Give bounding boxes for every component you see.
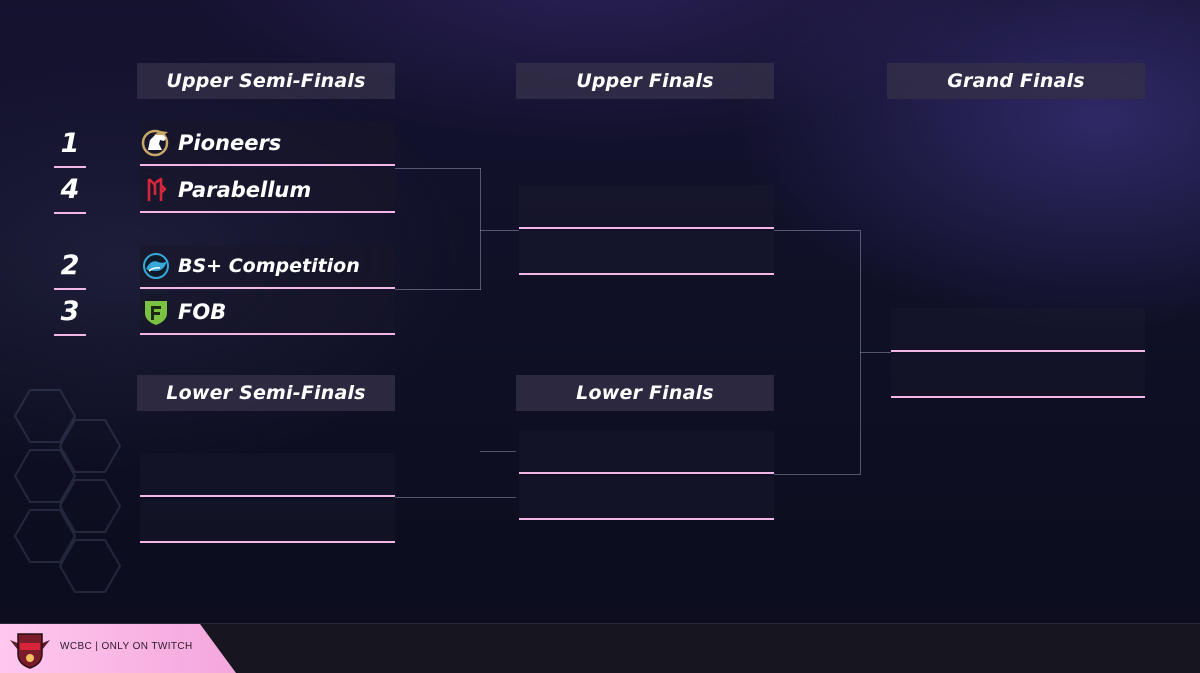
lower-semis-slot-2[interactable] xyxy=(140,499,395,543)
lower-semis-header: Lower Semi-Finals xyxy=(137,375,395,411)
lower-finals-slot-2[interactable] xyxy=(519,476,774,520)
footer-bar: WCBC | ONLY ON TWITCH xyxy=(0,623,1200,673)
upper-finals-header: Upper Finals xyxy=(516,63,774,99)
upper-finals-slot-1[interactable] xyxy=(519,185,774,229)
bracket-connector xyxy=(774,474,860,475)
wave-icon xyxy=(140,251,178,281)
grand-finals-header: Grand Finals xyxy=(887,63,1145,99)
horse-icon xyxy=(140,128,178,158)
seed-number: 1 xyxy=(54,126,86,168)
grand-finals-slot-1[interactable] xyxy=(891,308,1145,352)
bracket-connector xyxy=(395,168,481,169)
bracket-connector xyxy=(860,352,891,353)
lower-finals-header: Lower Finals xyxy=(516,375,774,411)
bracket-connector xyxy=(395,497,516,498)
seed-number: 2 xyxy=(54,248,86,290)
bracket-connector xyxy=(480,168,481,290)
upper-finals-slot-2[interactable] xyxy=(519,231,774,275)
bracket-connector xyxy=(860,230,861,475)
team-name: Pioneers xyxy=(178,131,282,155)
bracket-connector xyxy=(480,451,516,452)
parabellum-logo xyxy=(140,175,178,205)
upper-semis-header: Upper Semi-Finals xyxy=(137,63,395,99)
team-name: BS+ Competition xyxy=(178,255,360,277)
team-name: Parabellum xyxy=(178,178,312,202)
lower-semis-slot-1[interactable] xyxy=(140,453,395,497)
team-slot-fob[interactable]: FOB xyxy=(140,291,395,335)
bracket-connector xyxy=(774,230,860,231)
team-slot-bs-competition[interactable]: BS+ Competition xyxy=(140,245,395,289)
hexagon-pattern xyxy=(13,389,122,593)
lower-finals-slot-1[interactable] xyxy=(519,430,774,474)
seed-number: 3 xyxy=(54,294,86,336)
team-slot-pioneers[interactable]: Pioneers xyxy=(140,122,395,166)
wcbc-badge-icon xyxy=(10,633,50,669)
team-name: FOB xyxy=(178,300,227,324)
fob-shield-logo xyxy=(140,297,178,327)
footer-tab: WCBC | ONLY ON TWITCH xyxy=(0,624,236,673)
bracket-connector xyxy=(480,230,519,231)
grand-finals-slot-2[interactable] xyxy=(891,354,1145,398)
bracket-connector xyxy=(395,289,481,290)
seed-number: 4 xyxy=(54,172,86,214)
footer-text: WCBC | ONLY ON TWITCH xyxy=(60,641,193,652)
team-slot-parabellum[interactable]: Parabellum xyxy=(140,169,395,213)
